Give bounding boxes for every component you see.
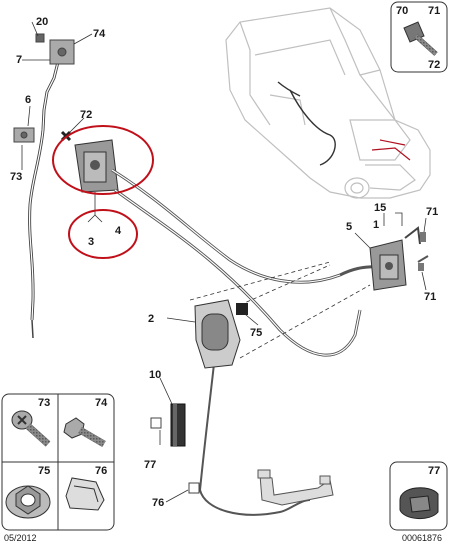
box-label-72: 72 [428, 59, 440, 71]
parts-box-77: 77 [389, 461, 448, 531]
callout-77: 77 [144, 459, 156, 471]
callout-10: 10 [149, 369, 161, 381]
callout-75: 75 [250, 327, 262, 339]
clip-77-icon [150, 417, 162, 429]
parts-box-70-71-72: 70 71 72 [390, 1, 448, 73]
box-label-76: 76 [95, 465, 107, 477]
flange-nut-icon [5, 485, 51, 519]
cable-clip-icon [65, 477, 105, 511]
clip-76-icon [188, 482, 200, 494]
screw-71-icon [417, 255, 429, 263]
box-label-74: 74 [95, 397, 108, 409]
footer-date: 05/2012 [4, 533, 37, 543]
callout-4: 4 [115, 225, 122, 237]
side-door-lock [369, 226, 426, 291]
box-label-73: 73 [38, 397, 50, 409]
callout-6: 6 [25, 94, 31, 106]
rear-door-lock [60, 130, 119, 193]
callout-76: 76 [152, 497, 164, 509]
upper-cable-assembly [13, 33, 75, 339]
callout-5: 5 [346, 221, 352, 233]
seal-strip [170, 403, 186, 447]
exterior-handle [194, 299, 241, 369]
callout-72: 72 [80, 109, 92, 121]
callout-74: 74 [93, 28, 106, 40]
box-label-77: 77 [428, 465, 440, 477]
torx-screw-icon [11, 410, 51, 447]
clip-75-icon [236, 303, 248, 315]
callout-73: 73 [10, 171, 22, 183]
guide-lines [189, 261, 371, 359]
callout-3: 3 [88, 236, 94, 248]
highlight-ellipse-lock [52, 125, 154, 195]
callout-15: 15 [374, 202, 386, 214]
box-label-75: 75 [38, 465, 50, 477]
leader-lines [21, 21, 427, 503]
callout-2: 2 [148, 313, 154, 325]
long-cables [111, 168, 379, 516]
footer-reference: 00061876 [402, 533, 442, 543]
callout-71-lower: 71 [424, 291, 436, 303]
callout-71-upper: 71 [426, 206, 438, 218]
callout-20: 20 [36, 16, 48, 28]
van-illustration [225, 7, 431, 199]
bottom-bracket [257, 469, 334, 506]
box-label-71: 71 [428, 5, 440, 17]
highlight-ellipse-callouts [68, 209, 138, 259]
callout-7: 7 [16, 54, 22, 66]
hex-screw-icon [63, 417, 106, 448]
callout-1: 1 [373, 219, 379, 231]
parts-box-73-76: 73 74 75 76 [1, 393, 115, 531]
box-label-70: 70 [396, 5, 408, 17]
